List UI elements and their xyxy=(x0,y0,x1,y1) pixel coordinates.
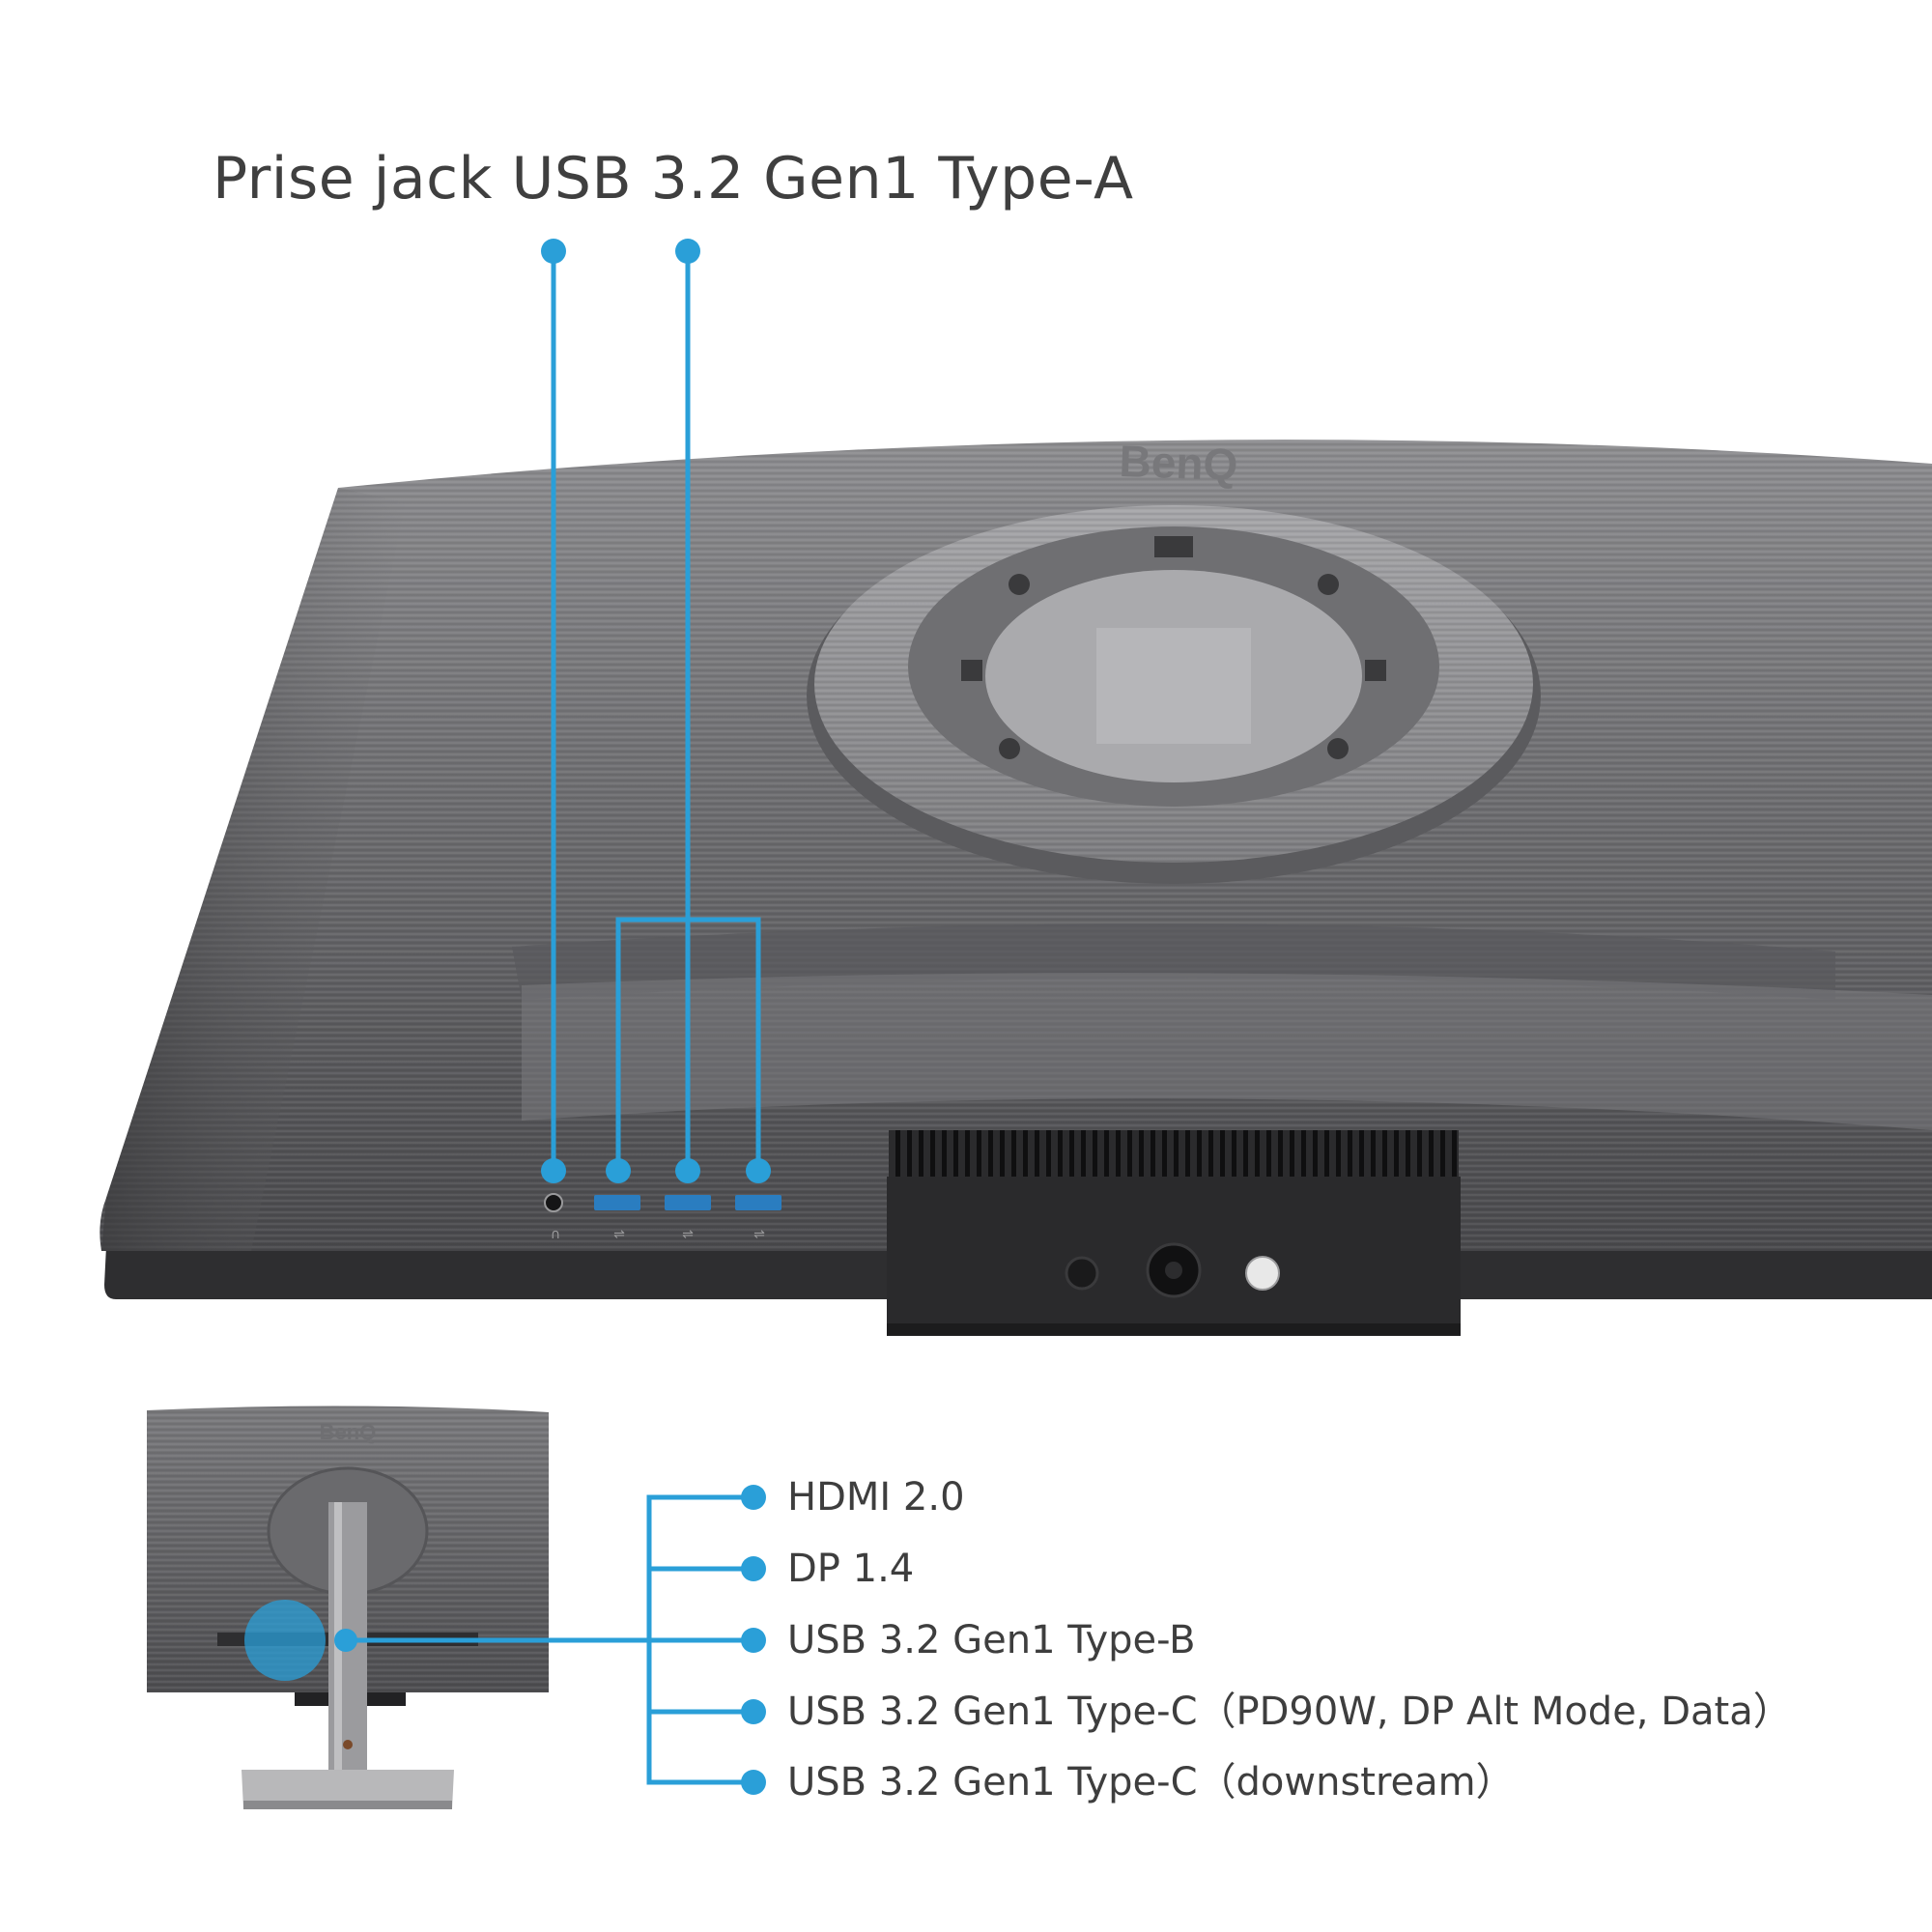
callout-dot xyxy=(746,1158,771,1183)
monitor-back: BenQ ∩ ⇌ ⇌ ⇌ xyxy=(99,436,1932,1336)
callout-dot xyxy=(606,1158,631,1183)
headphone-jack-port xyxy=(544,1193,563,1212)
port-highlight xyxy=(244,1600,326,1681)
usb-a-port xyxy=(735,1195,781,1210)
callout-dot xyxy=(741,1628,766,1653)
headphone-icon: ∩ xyxy=(551,1227,560,1242)
callout-dot xyxy=(741,1556,766,1581)
thumbnail-benq-logo: BenQ xyxy=(320,1420,377,1444)
screw-icon xyxy=(1318,574,1339,595)
callout-dot xyxy=(541,239,566,264)
bottom-callout-lines xyxy=(346,1494,753,1785)
top-callout-lines xyxy=(551,251,761,1171)
callout-dot xyxy=(741,1485,766,1510)
port-label-usb-c-pd: USB 3.2 Gen1 Type-C（PD90W, DP Alt Mode, … xyxy=(787,1690,1792,1734)
port-label-dp: DP 1.4 xyxy=(787,1547,915,1591)
vesa-mount xyxy=(807,505,1541,884)
screw-icon xyxy=(999,738,1020,759)
port-label-hdmi: HDMI 2.0 xyxy=(787,1475,965,1520)
usb-a-port xyxy=(594,1195,640,1210)
port-label-usb-b: USB 3.2 Gen1 Type-B xyxy=(787,1618,1196,1662)
usb-a-heading: Prise jack USB 3.2 Gen1 Type-A xyxy=(213,145,1134,213)
usb-icon: ⇌ xyxy=(753,1227,765,1242)
screw-icon xyxy=(1009,574,1030,595)
port-row: ∩ ⇌ ⇌ ⇌ xyxy=(544,1193,781,1242)
callout-dot xyxy=(334,1629,357,1652)
port-label-usb-c-downstream: USB 3.2 Gen1 Type-C（downstream） xyxy=(787,1760,1515,1804)
benq-logo: BenQ xyxy=(1119,436,1238,490)
usb-icon: ⇌ xyxy=(613,1227,625,1242)
usb-a-port xyxy=(665,1195,711,1210)
button-icon xyxy=(1065,1256,1099,1291)
top-callout-dots xyxy=(541,239,771,1183)
callout-dot xyxy=(675,239,700,264)
callout-dot xyxy=(741,1770,766,1795)
screw-icon xyxy=(1327,738,1349,759)
callout-dot xyxy=(675,1158,700,1183)
callout-dot xyxy=(741,1699,766,1724)
callout-dot xyxy=(541,1158,566,1183)
monitor-thumbnail: BenQ xyxy=(147,1406,549,1809)
thumbnail-stand-base xyxy=(242,1770,454,1808)
usb-icon: ⇌ xyxy=(682,1227,694,1242)
power-button-icon xyxy=(1245,1256,1280,1291)
bottom-callout-dots xyxy=(334,1485,766,1795)
